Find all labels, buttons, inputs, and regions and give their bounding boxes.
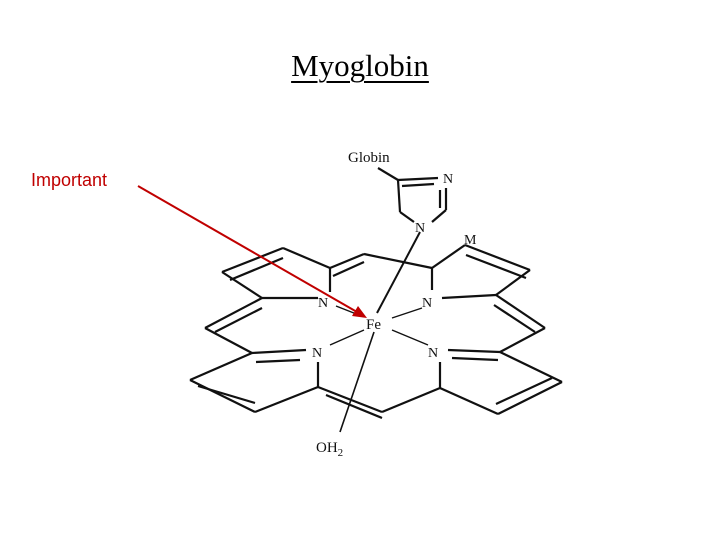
callout-label: Important xyxy=(31,170,108,190)
water-label-main: OH xyxy=(316,440,338,456)
imidazole-ring xyxy=(377,167,448,223)
iron-label: Fe xyxy=(366,317,381,333)
water-label: OH2 xyxy=(316,440,343,459)
imidazole-nitrogen-top: N xyxy=(443,172,453,187)
fe-histidine-bond xyxy=(376,231,421,314)
globin-label: Globin xyxy=(348,150,390,166)
fe-water-bond xyxy=(339,331,375,433)
pyrrole-nitrogen-bottom-left: N xyxy=(312,346,322,361)
pyrrole-nitrogen-top-left: N xyxy=(318,296,328,311)
imidazole-nitrogen-bottom: N xyxy=(415,221,425,236)
porphyrin-ring xyxy=(189,243,563,420)
callout-arrow xyxy=(137,185,367,318)
water-label-subscript: 2 xyxy=(338,447,344,459)
slide-title: Myoglobin xyxy=(291,48,429,83)
methyl-label: M xyxy=(464,233,477,248)
pyrrole-nitrogen-bottom-right: N xyxy=(428,346,438,361)
pyrrole-nitrogen-top-right: N xyxy=(422,296,432,311)
